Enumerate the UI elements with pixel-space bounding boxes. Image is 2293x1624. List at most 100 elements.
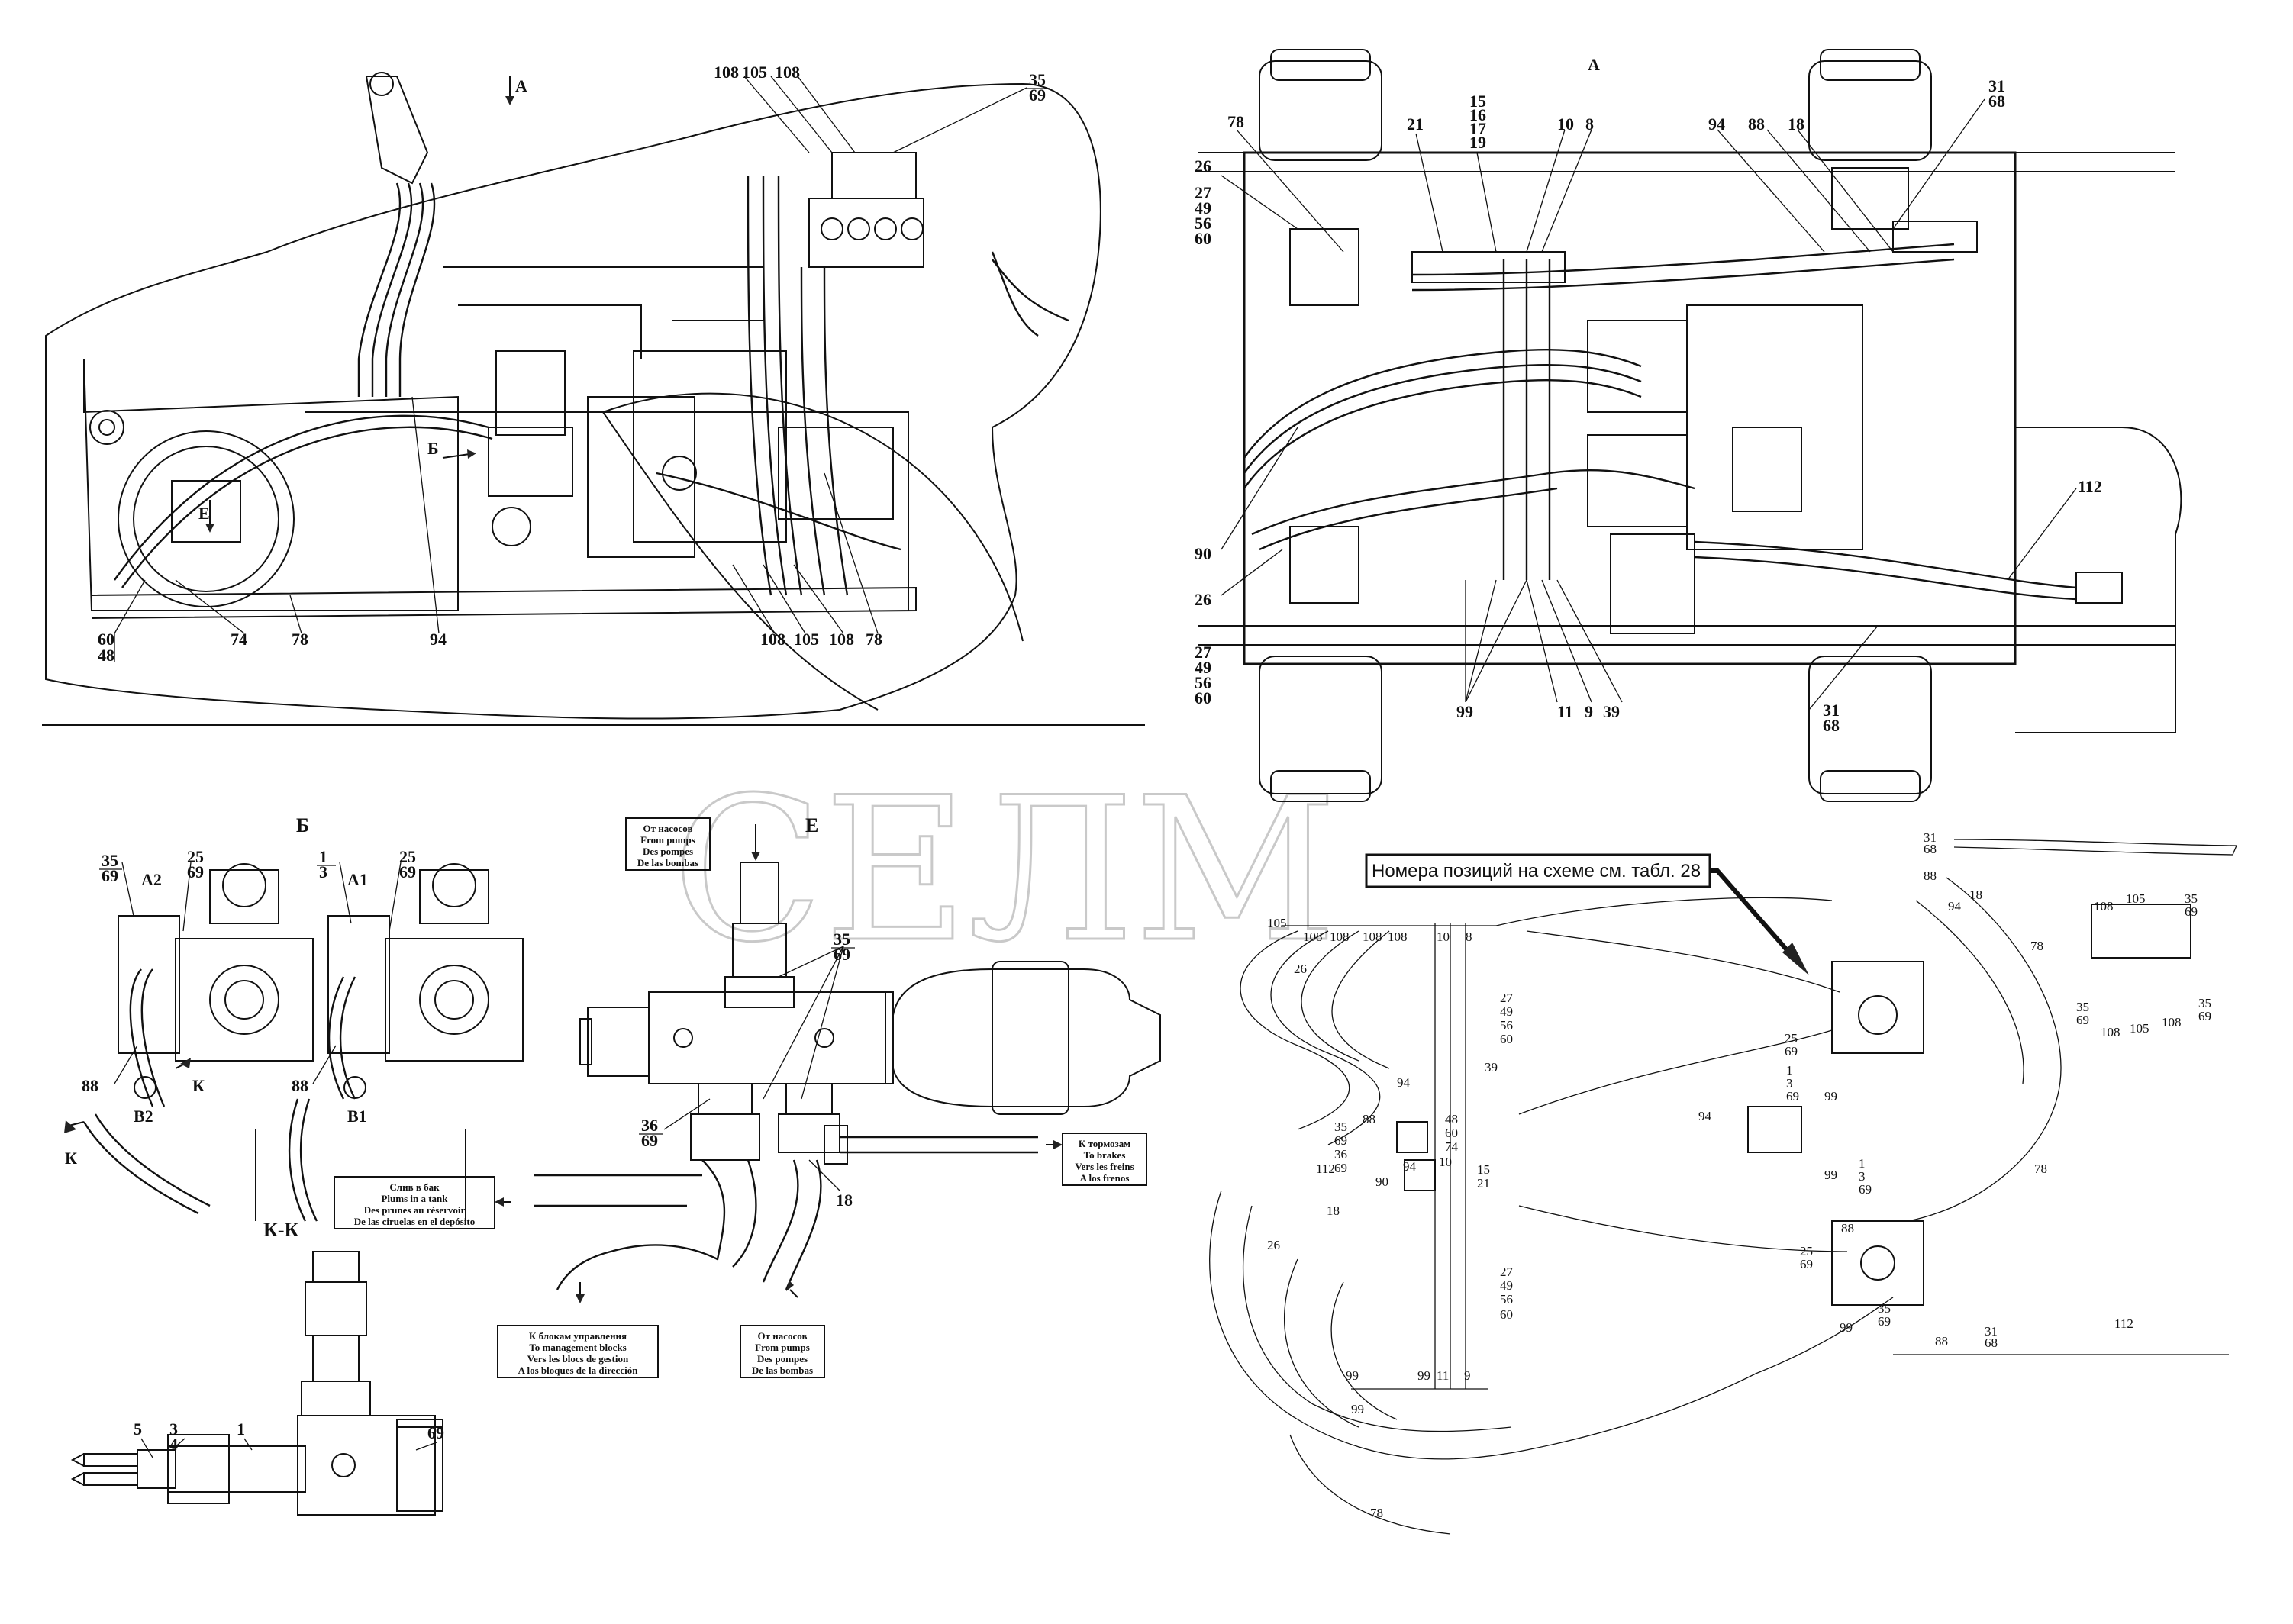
pos-label: 108 <box>760 630 785 649</box>
pos-label: 4 <box>169 1435 178 1454</box>
pos-label: 3 <box>319 862 327 881</box>
pos-label: 108 <box>2094 899 2114 914</box>
pos-label: 26 <box>1195 590 1211 609</box>
pos-label: 10 <box>1439 1155 1452 1169</box>
pos-label: 108 <box>829 630 854 649</box>
pos-label: 9 <box>1464 1368 1471 1383</box>
pos-label: 48 <box>98 646 114 665</box>
pos-label: 3 <box>1786 1076 1793 1091</box>
pos-label: 8 <box>1585 114 1594 134</box>
pos-label: 31 <box>1924 830 1937 845</box>
port-label-b1: В1 <box>347 1107 367 1126</box>
pos-label: 31 <box>1823 701 1840 720</box>
view-label-e: Е <box>805 814 818 836</box>
pos-label: 36 <box>641 1116 658 1135</box>
pos-label: 108 <box>2162 1015 2182 1030</box>
box-line: De las bombas <box>637 857 698 868</box>
pos-label: 88 <box>82 1076 98 1095</box>
pos-label: 88 <box>1363 1112 1375 1126</box>
pos-label: 69 <box>1334 1133 1347 1148</box>
box-to-tank: Слив в бак Plums in a tank Des prunes au… <box>334 1176 495 1229</box>
pos-label: 69 <box>187 862 204 881</box>
pos-label: 112 <box>2078 477 2102 496</box>
pos-label: 90 <box>1195 544 1211 563</box>
pos-label: 11 <box>1557 702 1573 721</box>
pos-label: 21 <box>1407 114 1424 134</box>
pos-label: 94 <box>1948 899 1962 914</box>
pos-label: 60 <box>1445 1126 1458 1140</box>
pos-label: 49 <box>1195 658 1211 677</box>
pos-label: 26 <box>1294 962 1307 976</box>
pos-label: 68 <box>1924 842 1937 856</box>
pos-label: 88 <box>1935 1334 1948 1348</box>
pos-label: 69 <box>399 862 416 881</box>
pos-label: 35 <box>2076 1000 2089 1014</box>
pos-label: 39 <box>1485 1060 1498 1075</box>
pos-label: 90 <box>1375 1174 1388 1189</box>
pos-label: 105 <box>2130 1021 2149 1036</box>
port-label-a1: А1 <box>347 870 368 889</box>
pos-label: 18 <box>836 1191 853 1210</box>
pos-label: 99 <box>1824 1089 1837 1104</box>
pos-label: 10 <box>1437 930 1450 944</box>
pos-label: 99 <box>1456 702 1473 721</box>
pos-label: 69 <box>1334 1161 1347 1175</box>
pos-label: 88 <box>1748 114 1765 134</box>
port-label-b2: В2 <box>134 1107 153 1126</box>
pos-label: 99 <box>1351 1402 1364 1416</box>
pos-label: 49 <box>1195 198 1211 218</box>
pos-label: 105 <box>2126 891 2146 906</box>
pos-label: 69 <box>1859 1182 1872 1197</box>
box-line: De las ciruelas en el depósito <box>354 1216 476 1227</box>
pos-label: 78 <box>2030 939 2043 953</box>
view-label-b: Б <box>296 814 309 836</box>
pos-label: 112 <box>1316 1162 1335 1176</box>
pos-label: 74 <box>231 630 247 649</box>
pos-label: 108 <box>1303 930 1323 944</box>
pos-label: 15 <box>1477 1162 1490 1177</box>
pos-label: 78 <box>866 630 882 649</box>
pos-label: 68 <box>1988 92 2005 111</box>
callout-table-ref: Номера позиций на схеме см. табл. 28 <box>1372 861 1701 881</box>
pos-label: 10 <box>1557 114 1574 134</box>
pos-label: 8 <box>1466 930 1472 944</box>
pos-label: 56 <box>1500 1292 1513 1307</box>
pos-label: 108 <box>1363 930 1382 944</box>
pos-label: 25 <box>187 847 204 866</box>
detail-b <box>64 862 524 1222</box>
pos-label: 94 <box>1397 1075 1411 1090</box>
pos-label: 60 <box>1500 1032 1513 1046</box>
pos-label: 56 <box>1500 1018 1513 1033</box>
pos-label: 68 <box>1985 1336 1998 1350</box>
pos-label: 69 <box>2198 1009 2211 1023</box>
pos-label: 69 <box>102 866 118 885</box>
box-line: От насосов <box>758 1330 808 1342</box>
pos-label: 11 <box>1437 1368 1449 1383</box>
pos-label: 60 <box>1195 688 1211 707</box>
pos-label: 15 <box>1469 92 1486 111</box>
pos-label: 99 <box>1346 1368 1359 1383</box>
pos-label: 78 <box>2034 1162 2047 1176</box>
detail-e <box>495 824 1161 1303</box>
pos-label: 35 <box>1878 1301 1891 1316</box>
box-line: К блокам управления <box>529 1330 627 1342</box>
top-view <box>1198 49 2182 802</box>
view-label-a-left: А <box>515 76 527 95</box>
pos-label: 94 <box>1403 1159 1417 1174</box>
pos-label: 94 <box>430 630 447 649</box>
pos-label: 69 <box>2185 904 2198 919</box>
pos-label: 68 <box>1823 716 1840 735</box>
pos-label: 36 <box>1334 1147 1347 1162</box>
pos-label: 17 <box>1469 119 1486 138</box>
view-label-kk: К-К <box>263 1219 299 1241</box>
pos-label: 105 <box>742 63 767 82</box>
pos-label: 26 <box>1267 1238 1280 1252</box>
pos-label: 1 <box>319 847 327 866</box>
pos-label: 1 <box>1786 1063 1793 1078</box>
view-marker-e: Е <box>198 504 210 523</box>
pos-label: 78 <box>292 630 308 649</box>
section-marker-k: К <box>192 1076 205 1095</box>
pos-label: 88 <box>292 1076 308 1095</box>
pos-label: 99 <box>1840 1320 1853 1335</box>
pos-label: 35 <box>1334 1120 1347 1134</box>
